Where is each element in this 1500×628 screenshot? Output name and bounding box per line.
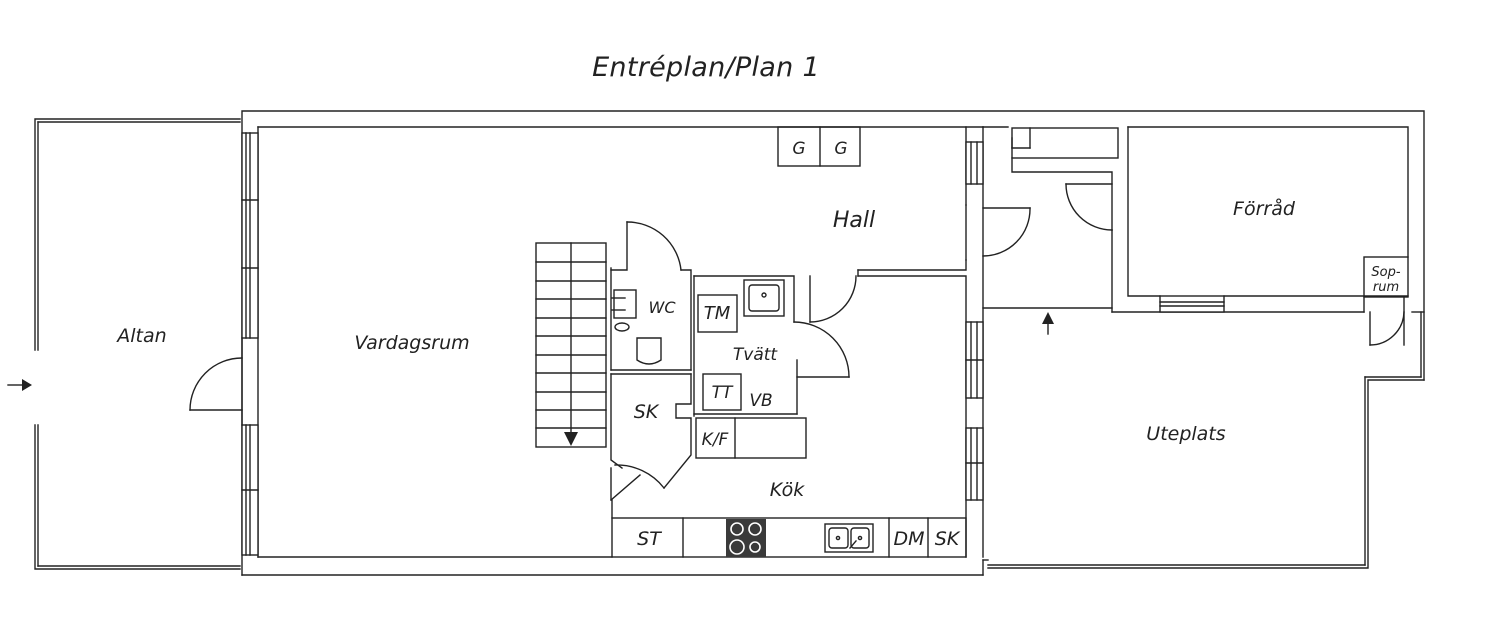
label-sk-closet: SK bbox=[634, 401, 660, 423]
label-dm: DM bbox=[893, 528, 924, 550]
label-uteplats: Uteplats bbox=[1146, 423, 1225, 445]
hall-windows bbox=[965, 141, 984, 501]
plan-title: Entréplan/Plan 1 bbox=[592, 52, 820, 83]
sink-icon bbox=[743, 279, 785, 317]
label-tvatt: Tvätt bbox=[733, 345, 779, 365]
forrad-walls bbox=[982, 126, 1409, 313]
hall-walls bbox=[857, 126, 984, 558]
uteplats-outline bbox=[987, 311, 1425, 569]
window-west-upper bbox=[241, 132, 259, 339]
label-g2: G bbox=[834, 139, 847, 159]
door-hall-entry bbox=[982, 207, 1031, 257]
tm-box bbox=[697, 294, 738, 333]
entry-arrow-icon bbox=[7, 379, 32, 391]
label-tt: TT bbox=[712, 383, 734, 403]
window-west-lower bbox=[241, 424, 259, 556]
wc-walls bbox=[610, 221, 692, 375]
altan-outline bbox=[34, 118, 241, 570]
door-altan bbox=[189, 337, 243, 426]
tt-box bbox=[702, 373, 742, 411]
toilet-icon bbox=[611, 289, 662, 365]
label-forrad: Förråd bbox=[1233, 197, 1296, 220]
label-st: ST bbox=[637, 528, 662, 550]
kitchen-counter bbox=[611, 417, 967, 558]
label-vb: VB bbox=[749, 391, 772, 411]
label-wc: WC bbox=[649, 298, 677, 317]
tvatt-walls bbox=[693, 275, 850, 417]
label-sop-line2: rum bbox=[1373, 280, 1399, 295]
sop-rum-box bbox=[1363, 256, 1425, 346]
label-g1: G bbox=[792, 139, 805, 159]
label-hall: Hall bbox=[833, 208, 875, 233]
staircase bbox=[535, 242, 607, 448]
door-kitchen-hall bbox=[809, 275, 857, 323]
label-altan: Altan bbox=[115, 325, 166, 347]
entry-arrow-icon-east bbox=[1042, 312, 1054, 335]
label-kf: K/F bbox=[702, 430, 729, 450]
stair-direction-arrow-icon bbox=[564, 432, 578, 446]
label-kok: Kök bbox=[770, 479, 805, 501]
wardrobe bbox=[777, 126, 861, 167]
label-sop-line1: Sop- bbox=[1371, 265, 1400, 280]
kitchen-sink-icon bbox=[824, 523, 874, 553]
label-vardagsrum: Vardagsrum bbox=[354, 332, 469, 354]
stove-icon bbox=[726, 519, 766, 557]
label-sk-kitchen: SK bbox=[935, 528, 961, 550]
closet-walls bbox=[610, 373, 692, 501]
label-tm: TM bbox=[704, 303, 731, 324]
